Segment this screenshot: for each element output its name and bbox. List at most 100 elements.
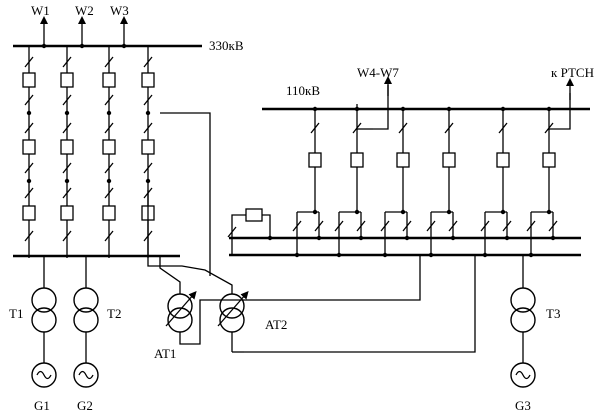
disconnector-mark bbox=[24, 187, 34, 199]
bay-110kv-2 bbox=[334, 106, 366, 258]
bay-330kv-2 bbox=[60, 16, 86, 258]
generator-g1 bbox=[31, 362, 57, 388]
breaker-box bbox=[60, 205, 74, 221]
bay-110kv-3 bbox=[380, 106, 412, 258]
breaker-box bbox=[102, 205, 116, 221]
breaker-box bbox=[542, 152, 556, 168]
disconnector-mark bbox=[502, 220, 512, 232]
wire bbox=[147, 190, 233, 294]
adjustable-arrow-icon bbox=[217, 290, 249, 327]
disconnector-mark bbox=[227, 226, 237, 238]
junction-dot bbox=[316, 235, 322, 241]
disconnector-mark bbox=[143, 122, 153, 134]
disconnector-mark bbox=[62, 122, 72, 134]
junction-dot bbox=[382, 252, 388, 258]
generator-circle bbox=[31, 362, 57, 388]
bypass-breaker-bay bbox=[227, 208, 273, 255]
breaker-box bbox=[350, 152, 364, 168]
junction-dot bbox=[145, 110, 151, 116]
disconnector-mark bbox=[480, 220, 490, 232]
junction-dot bbox=[106, 178, 112, 184]
line-label-w2: W2 bbox=[75, 3, 94, 18]
hv-330kv-section bbox=[13, 16, 202, 258]
breaker-box bbox=[308, 152, 322, 168]
disconnector-mark bbox=[398, 122, 408, 134]
junction-dot bbox=[145, 178, 151, 184]
junction-dot bbox=[121, 43, 127, 49]
line-label-rtsn: к РТСН bbox=[551, 65, 594, 80]
disconnector-mark bbox=[402, 220, 412, 232]
disconnector-mark bbox=[448, 220, 458, 232]
generator-label-g1: G1 bbox=[34, 398, 50, 413]
transformers-and-generators bbox=[31, 112, 536, 388]
sine-wave-icon bbox=[36, 370, 52, 380]
bus-label-110kv: 110кВ bbox=[286, 83, 320, 98]
autotransformer-label-at2: AT2 bbox=[265, 317, 287, 332]
breaker-box bbox=[442, 152, 456, 168]
adjustable-arrow-icon bbox=[165, 290, 197, 327]
disconnector-mark bbox=[24, 122, 34, 134]
generator-label-g3: G3 bbox=[515, 398, 531, 413]
transformer-label-t1: T1 bbox=[9, 306, 23, 321]
junction-dot bbox=[64, 110, 70, 116]
disconnector-mark bbox=[104, 162, 114, 174]
transformer-label-t3: T3 bbox=[546, 306, 560, 321]
bay-110kv-6 bbox=[526, 106, 558, 258]
sine-wave-icon bbox=[515, 370, 531, 380]
junction-dot bbox=[404, 235, 410, 241]
disconnector-mark bbox=[548, 220, 558, 232]
junction-dot bbox=[26, 178, 32, 184]
junction-dot bbox=[294, 252, 300, 258]
junction-dot bbox=[26, 110, 32, 116]
junction-dot bbox=[550, 235, 556, 241]
bypass-wire bbox=[262, 214, 271, 238]
breaker-box bbox=[396, 152, 410, 168]
disconnector-mark bbox=[104, 94, 114, 106]
disconnector-mark bbox=[544, 122, 554, 134]
autotransformer-label-at1: AT1 bbox=[154, 346, 176, 361]
wire bbox=[244, 255, 476, 353]
junction-dot bbox=[336, 252, 342, 258]
junction-dot bbox=[358, 235, 364, 241]
wire bbox=[159, 256, 181, 294]
disconnector-mark bbox=[444, 122, 454, 134]
disconnector-mark bbox=[498, 122, 508, 134]
winding-circle bbox=[510, 287, 536, 313]
breaker-box bbox=[22, 72, 36, 88]
disconnector-mark bbox=[24, 94, 34, 106]
disconnector-mark bbox=[24, 56, 34, 68]
bay-330kv-3 bbox=[102, 16, 128, 258]
junction-dot bbox=[64, 178, 70, 184]
line-label-w4-w7: W4-W7 bbox=[357, 65, 399, 80]
breaker-box bbox=[22, 139, 36, 155]
generator-circle bbox=[510, 362, 536, 388]
breaker-box bbox=[102, 139, 116, 155]
disconnector-mark bbox=[526, 220, 536, 232]
bus-label-330kv: 330кВ bbox=[209, 38, 244, 53]
junction-dot bbox=[312, 106, 318, 112]
junction-dot bbox=[79, 43, 85, 49]
disconnector-mark bbox=[426, 220, 436, 232]
transformer-label-t2: T2 bbox=[107, 306, 121, 321]
breaker-box bbox=[141, 139, 155, 155]
breaker-box bbox=[60, 139, 74, 155]
disconnector-mark bbox=[334, 220, 344, 232]
disconnector-mark bbox=[62, 56, 72, 68]
transformer-t3 bbox=[510, 287, 536, 333]
winding-circle bbox=[73, 287, 99, 313]
breaker-box bbox=[141, 72, 155, 88]
disconnector-mark bbox=[24, 162, 34, 174]
disconnector-mark bbox=[104, 56, 114, 68]
disconnector-mark bbox=[62, 162, 72, 174]
breaker-box bbox=[22, 205, 36, 221]
line-outlet-w4-w7 bbox=[373, 85, 389, 130]
breaker-box bbox=[102, 72, 116, 88]
junction-dot bbox=[41, 43, 47, 49]
breaker-box bbox=[496, 152, 510, 168]
winding-circle bbox=[219, 293, 245, 319]
disconnector-mark bbox=[352, 122, 362, 134]
transformer-t2 bbox=[73, 287, 99, 333]
bay-110kv-5 bbox=[480, 106, 512, 258]
line-label-w1: W1 bbox=[31, 3, 50, 18]
disconnector-mark bbox=[380, 220, 390, 232]
